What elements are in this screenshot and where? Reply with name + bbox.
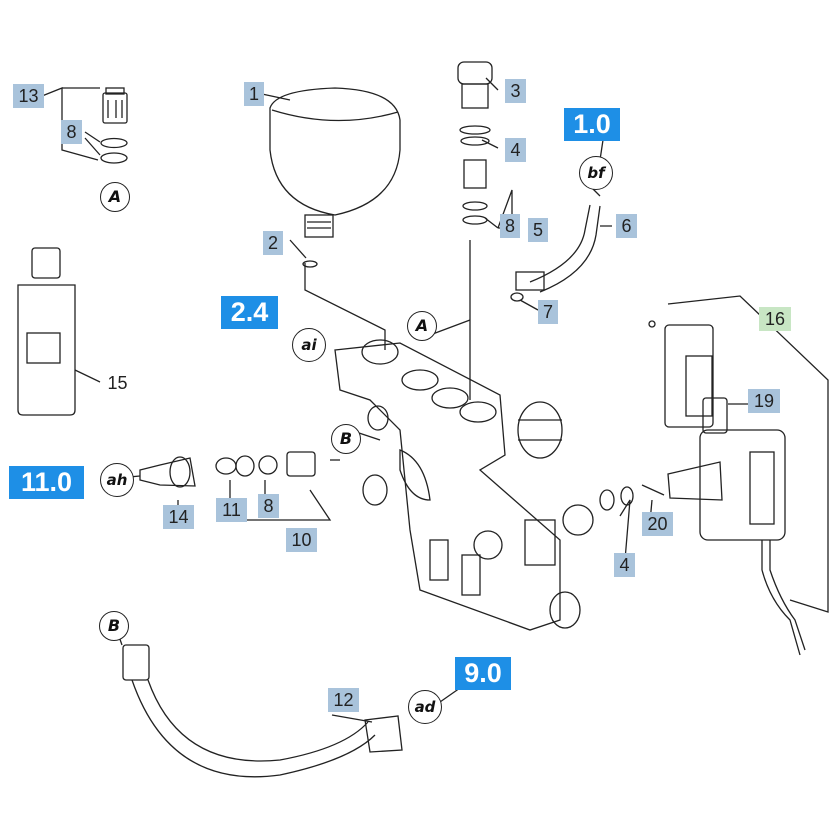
connector-a-topleft[interactable]: A — [100, 182, 130, 212]
part-label-20[interactable]: 20 — [642, 512, 673, 536]
connector-ah[interactable]: ah — [100, 463, 134, 497]
group-label-2-4[interactable]: 2.4 — [221, 296, 278, 329]
part-label-2[interactable]: 2 — [263, 231, 283, 255]
connector-b-pump[interactable]: B — [331, 424, 361, 454]
part-label-8-valve[interactable]: 8 — [500, 214, 520, 238]
connector-ai[interactable]: ai — [292, 328, 326, 362]
part-label-3[interactable]: 3 — [505, 79, 526, 103]
part-label-4-right[interactable]: 4 — [614, 553, 635, 577]
connector-b-hose[interactable]: B — [99, 611, 129, 641]
part-label-7[interactable]: 7 — [538, 300, 558, 324]
connector-ad[interactable]: ad — [408, 690, 442, 724]
part-label-14[interactable]: 14 — [163, 505, 194, 529]
part-label-1[interactable]: 1 — [244, 82, 264, 106]
group-label-9-0[interactable]: 9.0 — [455, 657, 511, 690]
connector-a-pump[interactable]: A — [407, 311, 437, 341]
part-label-6[interactable]: 6 — [616, 214, 637, 238]
part-label-16[interactable]: 16 — [759, 307, 791, 331]
part-label-8-topleft[interactable]: 8 — [61, 120, 82, 144]
part-label-5[interactable]: 5 — [528, 218, 548, 242]
part-label-11[interactable]: 11 — [216, 498, 247, 522]
part-label-12[interactable]: 12 — [328, 688, 359, 712]
group-label-1-0[interactable]: 1.0 — [564, 108, 620, 141]
connector-bf[interactable]: bf — [579, 156, 613, 190]
part-label-15[interactable]: 15 — [107, 373, 128, 393]
group-label-11-0[interactable]: 11.0 — [9, 466, 84, 499]
part-label-10[interactable]: 10 — [286, 528, 317, 552]
part-label-4-top[interactable]: 4 — [505, 138, 526, 162]
part-label-19[interactable]: 19 — [748, 389, 780, 413]
part-label-13[interactable]: 13 — [13, 84, 44, 108]
part-label-8-inlet[interactable]: 8 — [258, 494, 279, 518]
